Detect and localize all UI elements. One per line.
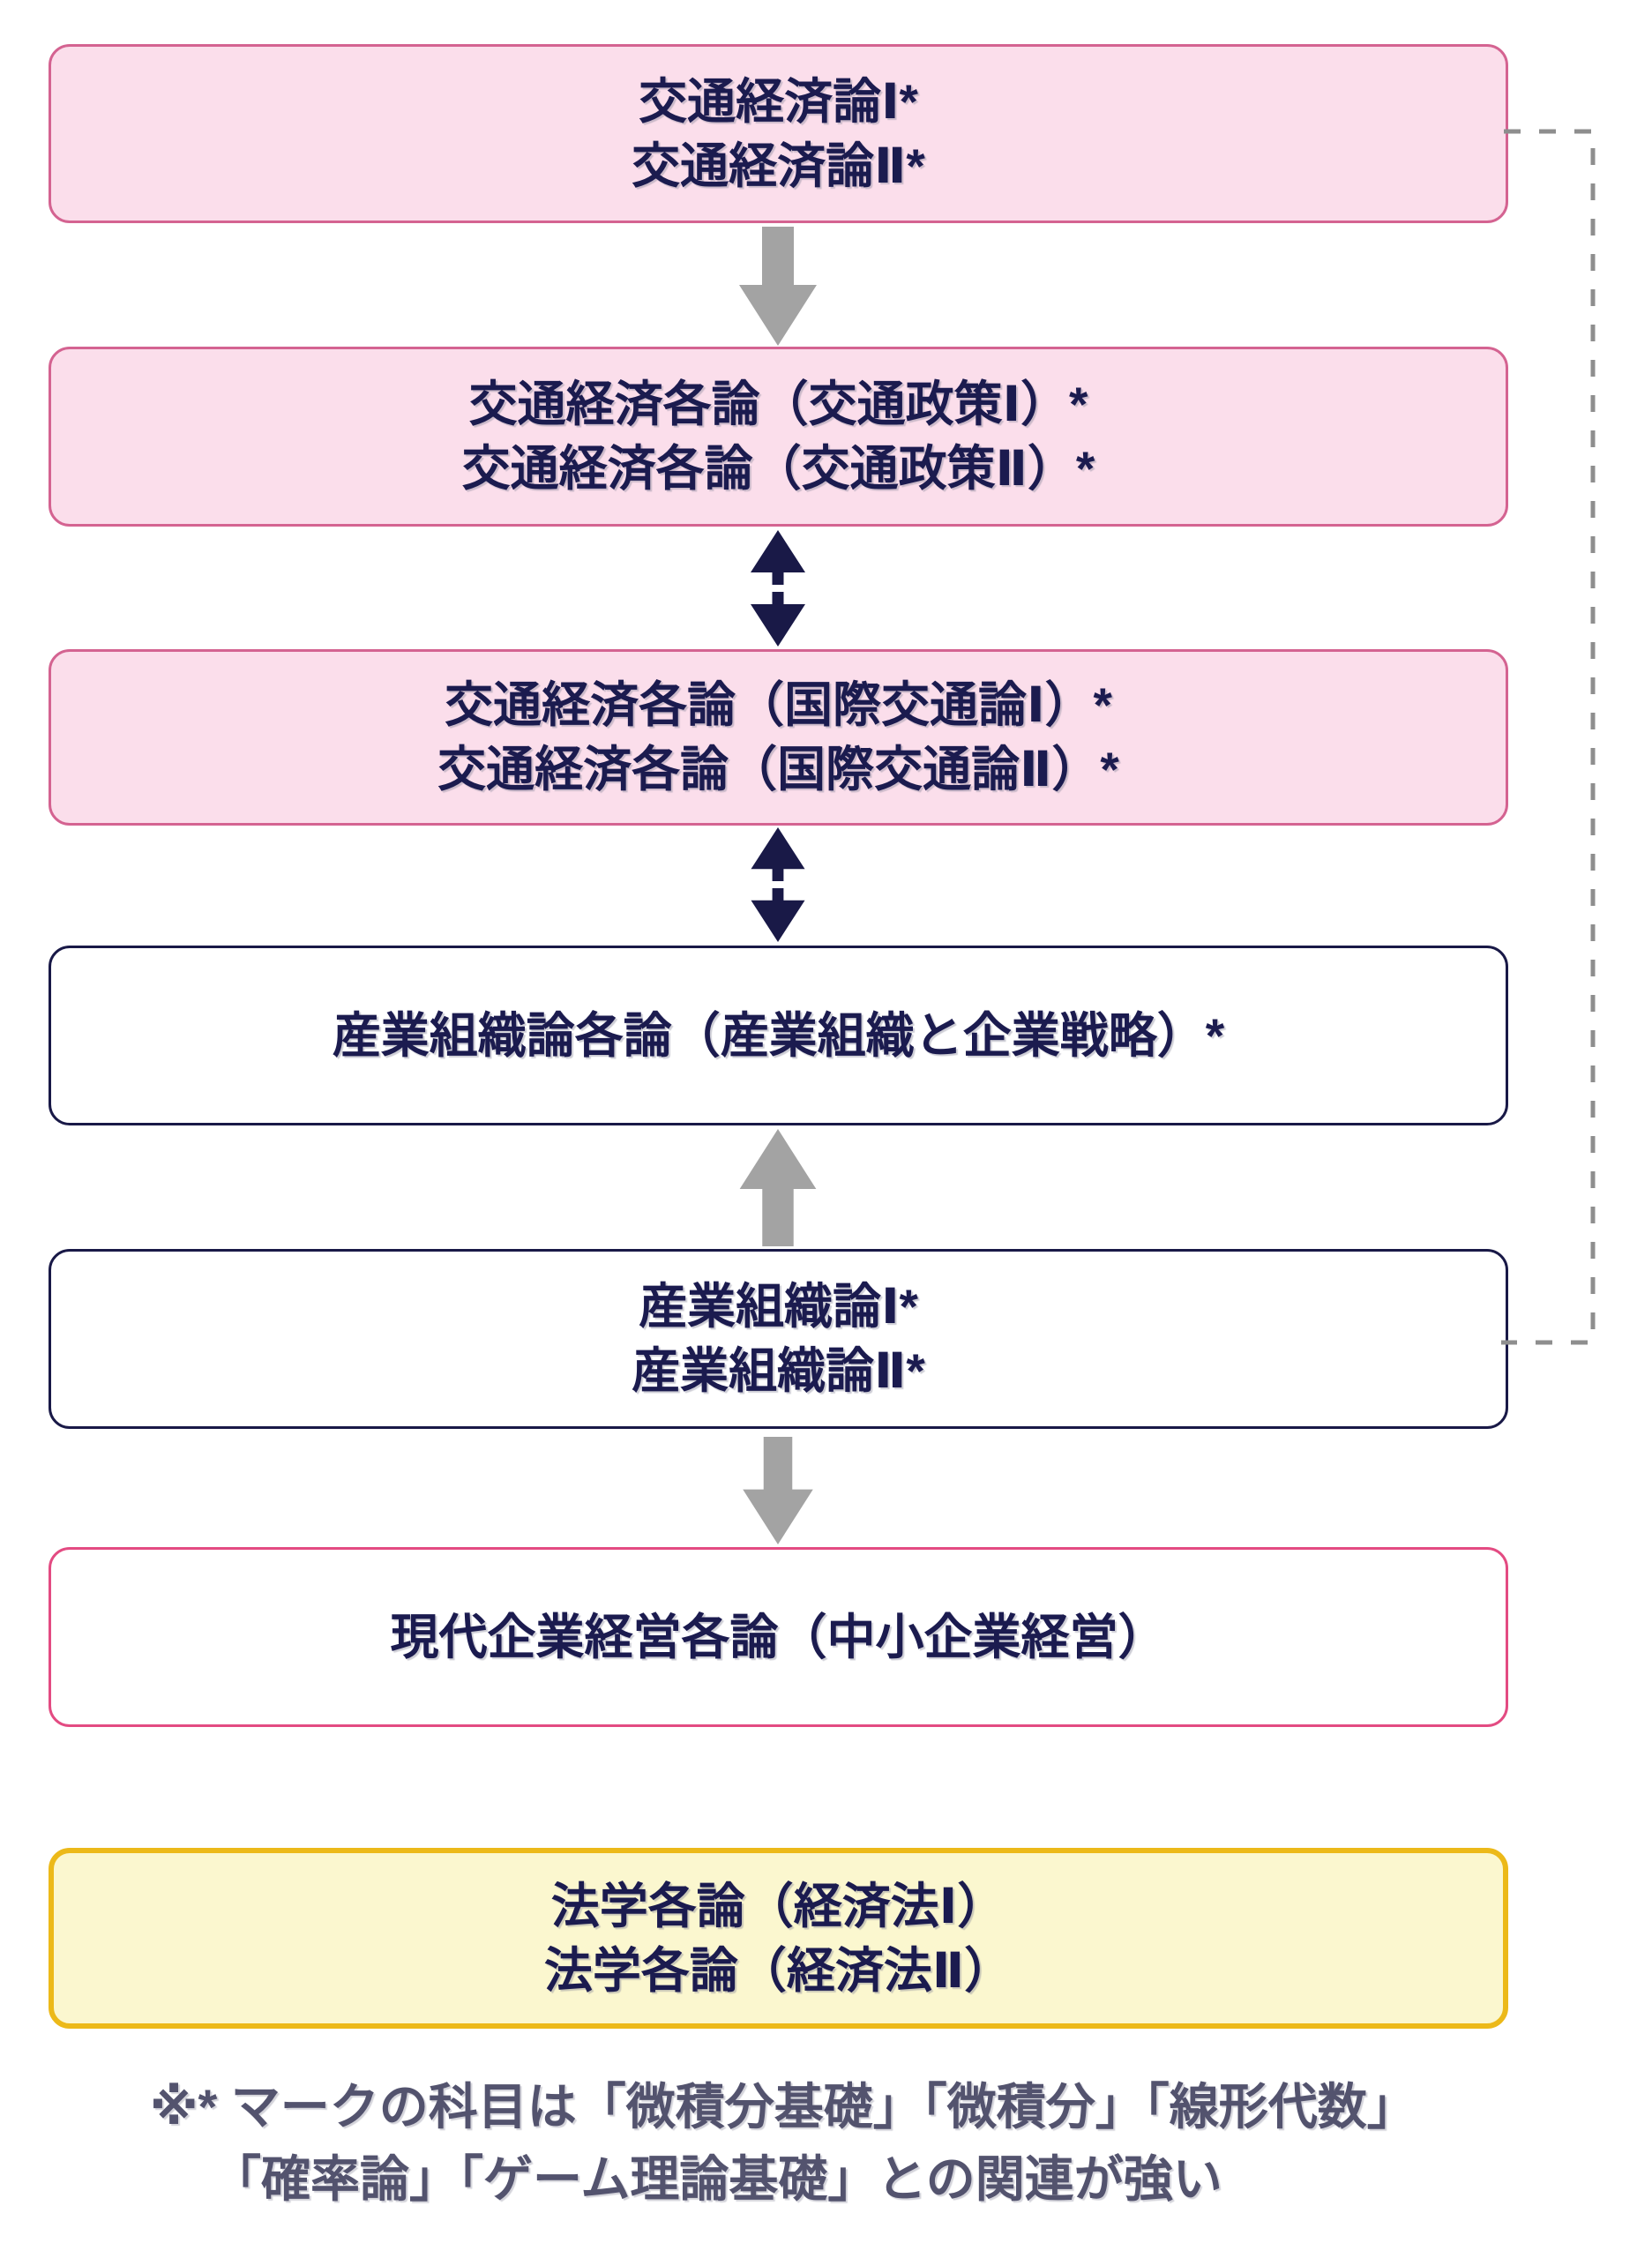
- box-transport-policy: 交通経済各論（交通政策Ⅰ）* 交通経済各論（交通政策Ⅱ）*: [49, 347, 1508, 527]
- course-label: 交通経済論Ⅰ*: [639, 73, 918, 129]
- course-label: 交通経済論Ⅱ*: [632, 138, 925, 193]
- box-modern-business-management: 現代企業経営各論（中小企業経営）: [49, 1547, 1508, 1727]
- box-international-transport: 交通経済各論（国際交通論Ⅰ）* 交通経済各論（国際交通論Ⅱ）*: [49, 649, 1508, 826]
- double-arrow-icon: [751, 827, 805, 942]
- course-label: 交通経済各論（国際交通論Ⅰ）*: [445, 677, 1112, 732]
- course-label: 交通経済各論（交通政策Ⅰ）*: [468, 377, 1088, 431]
- box-transport-economics: 交通経済論Ⅰ* 交通経済論Ⅱ*: [49, 44, 1508, 223]
- down-arrow-icon: [743, 1437, 813, 1544]
- course-label: 産業組織論各論（産業組織と企業戦略）*: [332, 1007, 1225, 1063]
- up-arrow-icon: [739, 1129, 817, 1246]
- box-law-economic-law: 法学各論（経済法Ⅰ） 法学各論（経済法Ⅱ）: [49, 1848, 1508, 2029]
- course-label: 産業組織論Ⅰ*: [639, 1279, 918, 1334]
- footnote: ※* マークの科目は「微積分基礎」「微積分」「線形代数」 「確率論」「ゲーム理論…: [150, 2071, 1417, 2216]
- down-arrow-icon: [739, 227, 817, 346]
- course-label: 交通経済各論（交通政策Ⅱ）*: [461, 441, 1095, 496]
- double-arrow-icon: [751, 530, 805, 647]
- course-label: 産業組織論Ⅱ*: [632, 1343, 925, 1398]
- course-label: 現代企業経営各論（中小企業経営）: [390, 1609, 1167, 1664]
- course-label: 法学各論（経済法Ⅰ）: [550, 1878, 1006, 1933]
- box-industrial-organization: 産業組織論Ⅰ* 産業組織論Ⅱ*: [49, 1249, 1508, 1429]
- dashed-connector-line: [1501, 129, 1596, 1345]
- box-industrial-organization-each: 産業組織論各論（産業組織と企業戦略）*: [49, 946, 1508, 1125]
- course-label: 法学各論（経済法Ⅱ）: [543, 1942, 1013, 1998]
- footnote-line: ※* マークの科目は「微積分基礎」「微積分」「線形代数」: [150, 2079, 1417, 2135]
- course-label: 交通経済各論（国際交通論Ⅱ）*: [437, 742, 1119, 796]
- footnote-line: 「確率論」「ゲーム理論基礎」との関連が強い: [212, 2151, 1222, 2207]
